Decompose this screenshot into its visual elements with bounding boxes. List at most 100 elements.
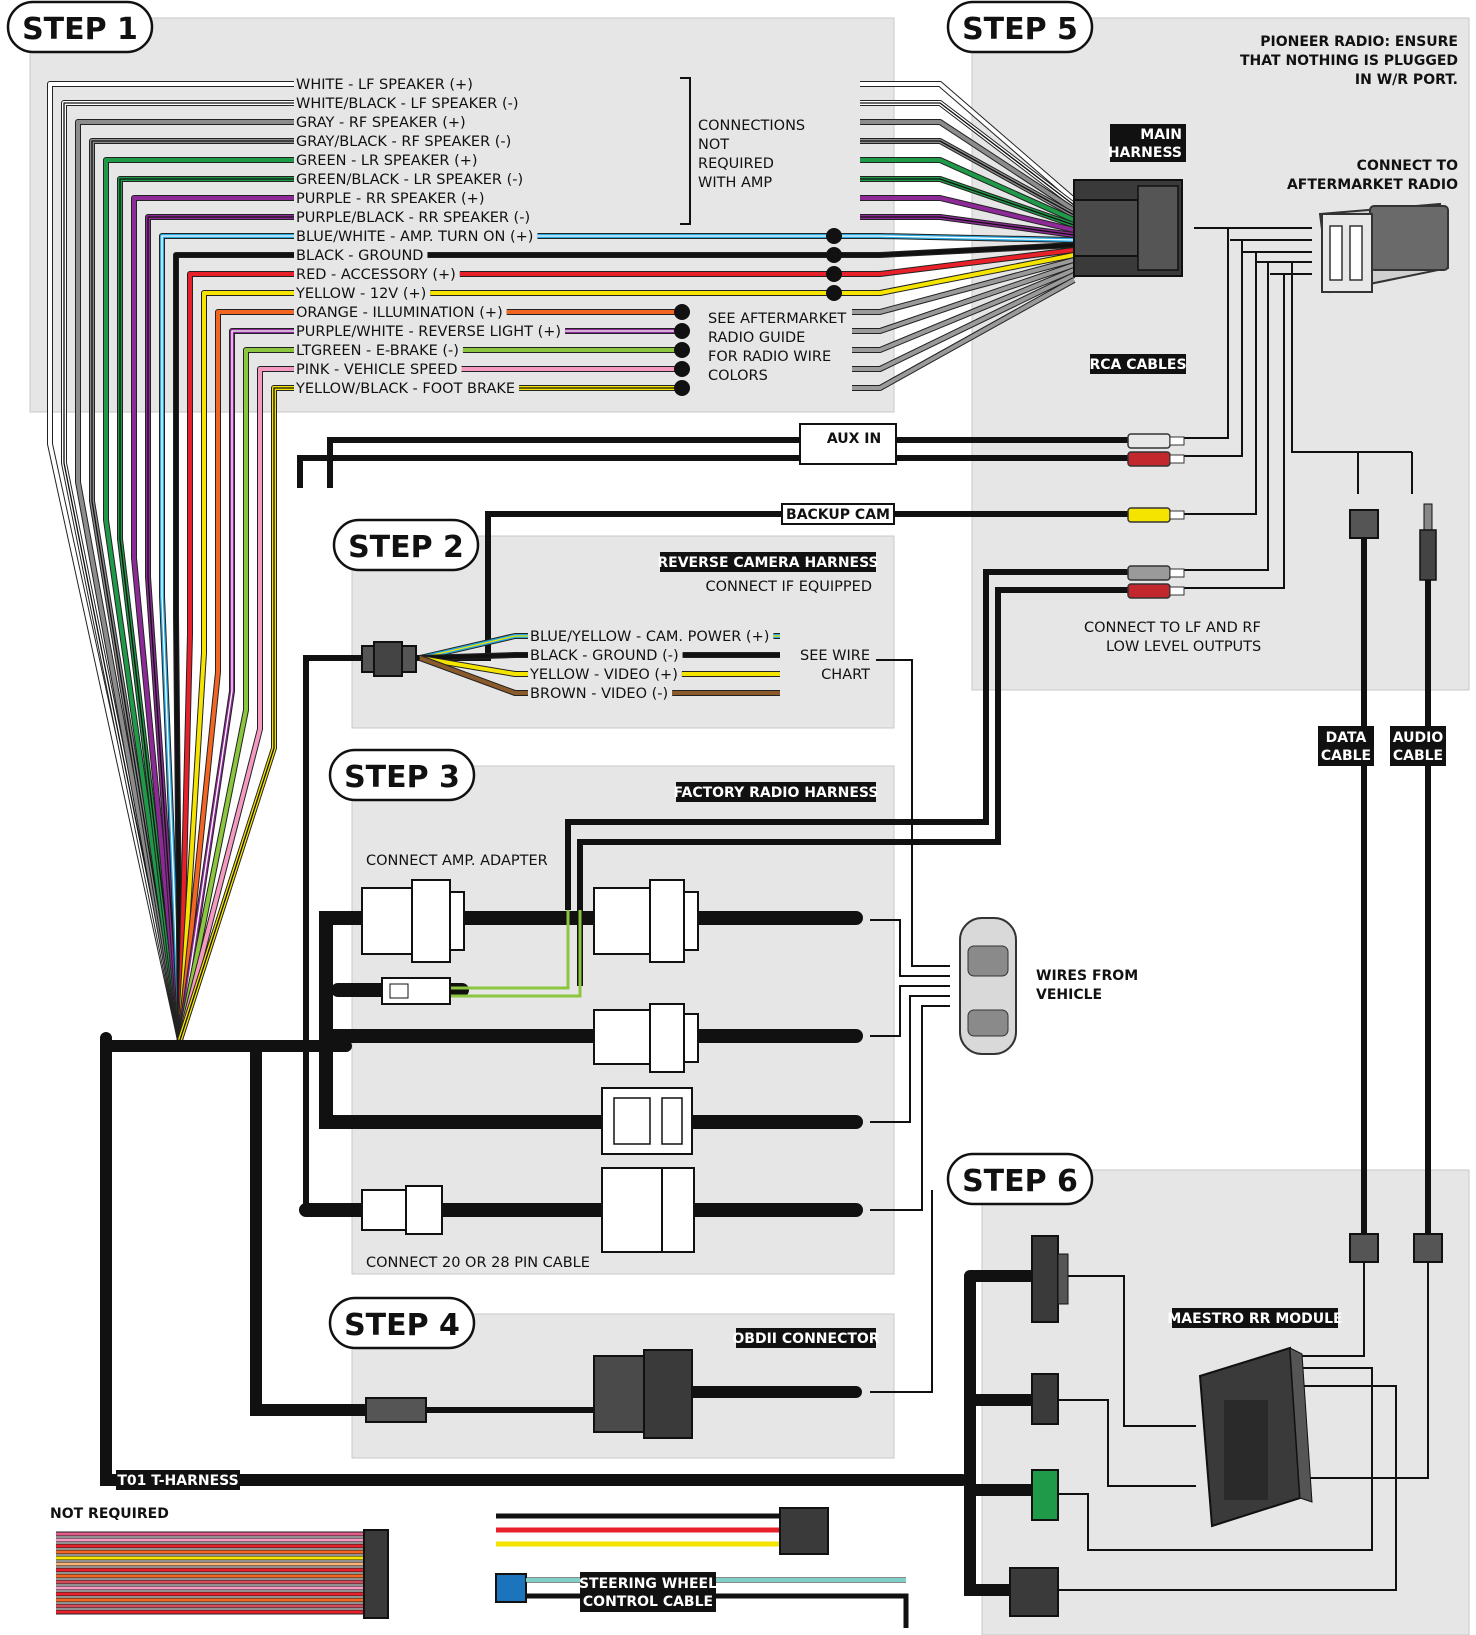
step1-fan-wire-12 xyxy=(177,309,294,1041)
step1-wire-label-15: PINK - VEHICLE SPEED xyxy=(296,362,458,378)
step2-fan-wire-1 xyxy=(419,652,528,661)
not-required-wires xyxy=(56,1531,364,1615)
step1-cap-15 xyxy=(674,361,690,377)
module-label: MAESTRO RR MODULE xyxy=(1167,1311,1342,1327)
step1-fan-wire-6 xyxy=(131,195,294,1041)
step5-badge: STEP 5 xyxy=(946,0,1094,54)
step1-wire-label-6: PURPLE - RR SPEAKER (+) xyxy=(296,191,484,207)
step1-fan-wire-9 xyxy=(173,252,294,1041)
factory-connector-4 xyxy=(601,1167,695,1253)
amp-note-line1: CONNECTIONS xyxy=(698,118,805,134)
pioneer-note-line1: PIONEER RADIO: ENSURE xyxy=(1260,34,1458,50)
svg-text:STEP 1: STEP 1 xyxy=(22,12,138,47)
amp-note-line4: WITH AMP xyxy=(698,175,772,191)
main-harness-connector xyxy=(1073,179,1183,277)
step1-wire-list: WHITE - LF SPEAKER (+)WHITE/BLACK - LF S… xyxy=(295,77,561,397)
swc-blue-connector xyxy=(495,1573,527,1603)
guide-note-line4: COLORS xyxy=(708,368,768,384)
not-required-connector xyxy=(363,1529,389,1619)
lf-rf-line2: LOW LEVEL OUTPUTS xyxy=(1106,639,1261,655)
step1-wire-label-11: YELLOW - 12V (+) xyxy=(295,286,426,302)
pin-cable-connector xyxy=(361,1185,443,1235)
step6-connector-1 xyxy=(1031,1235,1069,1323)
aftermarket-radio-icon xyxy=(1318,202,1450,294)
step2-wire-label-2: YELLOW - VIDEO (+) xyxy=(529,667,678,683)
step1-cap-11 xyxy=(826,285,842,301)
pioneer-note-line2: THAT NOTHING IS PLUGGED xyxy=(1240,53,1458,69)
step1-right-wire-3 xyxy=(860,138,1076,218)
vehicle-leads xyxy=(870,919,950,1211)
wire-fan-left xyxy=(47,81,294,1041)
swc-label-bg xyxy=(580,1572,716,1612)
step3-title-bg xyxy=(676,782,876,802)
step1-fan-wire-7 xyxy=(145,214,294,1041)
step2-wire-label-1: BLACK - GROUND (-) xyxy=(530,648,679,664)
step2-title: REVERSE CAMERA HARNESS xyxy=(657,555,878,571)
aux-in-label-bg xyxy=(799,423,897,465)
t-harness-label: T01 T-HARNESS xyxy=(117,1473,238,1489)
step1-fan-wire-11 xyxy=(177,290,294,1041)
step1-guide-wire-15 xyxy=(852,272,1076,372)
data-cable xyxy=(1349,509,1379,1263)
step3-badge: STEP 3 xyxy=(328,748,476,802)
step6-connector-4 xyxy=(1009,1567,1059,1617)
svg-text:STEP 3: STEP 3 xyxy=(344,760,460,795)
step1-right-wire-9 xyxy=(427,242,1075,258)
step1-right-wire-4 xyxy=(860,157,1076,223)
data-cable-label2: CABLE xyxy=(1321,748,1371,764)
amp-adapter-label: CONNECT AMP. ADAPTER xyxy=(366,853,548,869)
step1-right-wire-11 xyxy=(430,252,1075,296)
step1-wire-label-1: WHITE/BLACK - LF SPEAKER (-) xyxy=(296,96,518,112)
step2-fan-wire-0 xyxy=(419,633,528,661)
step2-wire-label-3: BROWN - VIDEO (-) xyxy=(530,686,668,702)
audio-cable-label-bg xyxy=(1390,726,1446,766)
step2-subtitle: CONNECT IF EQUIPPED xyxy=(706,579,873,595)
step1-guide-wire-12 xyxy=(852,257,1075,315)
step1-wire-label-13: PURPLE/WHITE - REVERSE LIGHT (+) xyxy=(296,324,561,340)
step1-cap-14 xyxy=(674,342,690,358)
vehicle-label1: WIRES FROM xyxy=(1036,968,1138,984)
swc-label-1: STEERING WHEEL xyxy=(579,1576,717,1592)
see-chart-line1: SEE WIRE xyxy=(800,648,870,664)
t-harness-bus xyxy=(100,1032,1036,1596)
see-chart-lead xyxy=(876,659,950,967)
amp-note-line3: REQUIRED xyxy=(698,156,774,172)
step1-wire-label-5: GREEN/BLACK - LR SPEAKER (-) xyxy=(296,172,523,188)
maestro-rr-module xyxy=(1198,1346,1313,1528)
pioneer-note-line3: IN W/R PORT. xyxy=(1355,72,1458,88)
step2-fan-wire-2 xyxy=(419,655,528,677)
factory-connector-3 xyxy=(601,1087,693,1155)
guide-note-line3: FOR RADIO WIRE xyxy=(708,349,831,365)
rca-plug-yellow xyxy=(1127,507,1185,523)
vehicle-icon xyxy=(959,917,1017,1055)
step1-right-wire-1 xyxy=(860,100,1076,208)
swc-label-2: CONTROL CABLE xyxy=(583,1594,713,1610)
harness-to-radio-wires xyxy=(1194,227,1312,275)
guide-note-line2: RADIO GUIDE xyxy=(708,330,805,346)
step6-connector-green xyxy=(1031,1469,1059,1521)
amp-note-line2: NOT xyxy=(698,137,729,153)
step6-connector-2 xyxy=(1031,1373,1059,1425)
step1-fan-wire-4 xyxy=(103,157,294,1041)
step1-fan-wire-15 xyxy=(177,366,294,1041)
amp-bracket xyxy=(680,77,691,225)
connect-radio-line2: AFTERMARKET RADIO xyxy=(1287,177,1458,193)
lf-rf-line1: CONNECT TO LF AND RF xyxy=(1084,620,1261,636)
svg-text:STEP 4: STEP 4 xyxy=(344,1308,460,1343)
rca-cables-label-bg xyxy=(1090,354,1186,374)
step1-fan-wire-2 xyxy=(75,119,294,1041)
rca-plug-red-2 xyxy=(1127,583,1185,599)
main-harness-label2: HARNESS xyxy=(1108,145,1182,161)
obd-lead xyxy=(870,1190,933,1393)
svg-text:STEP 6: STEP 6 xyxy=(962,1164,1078,1199)
pin-cable-label: CONNECT 20 OR 28 PIN CABLE xyxy=(366,1255,590,1271)
obd-cable xyxy=(250,1040,862,1416)
step1-fan-wire-3 xyxy=(89,138,294,1041)
step1-fan-wire-14 xyxy=(177,347,294,1041)
step1-wire-label-2: GRAY - RF SPEAKER (+) xyxy=(296,115,466,131)
not-required-label: NOT REQUIRED xyxy=(50,1506,169,1522)
audio-cable-label2: CABLE xyxy=(1393,748,1443,764)
low-level-output-cables xyxy=(565,569,1130,986)
reverse-camera-cable xyxy=(303,655,362,1210)
